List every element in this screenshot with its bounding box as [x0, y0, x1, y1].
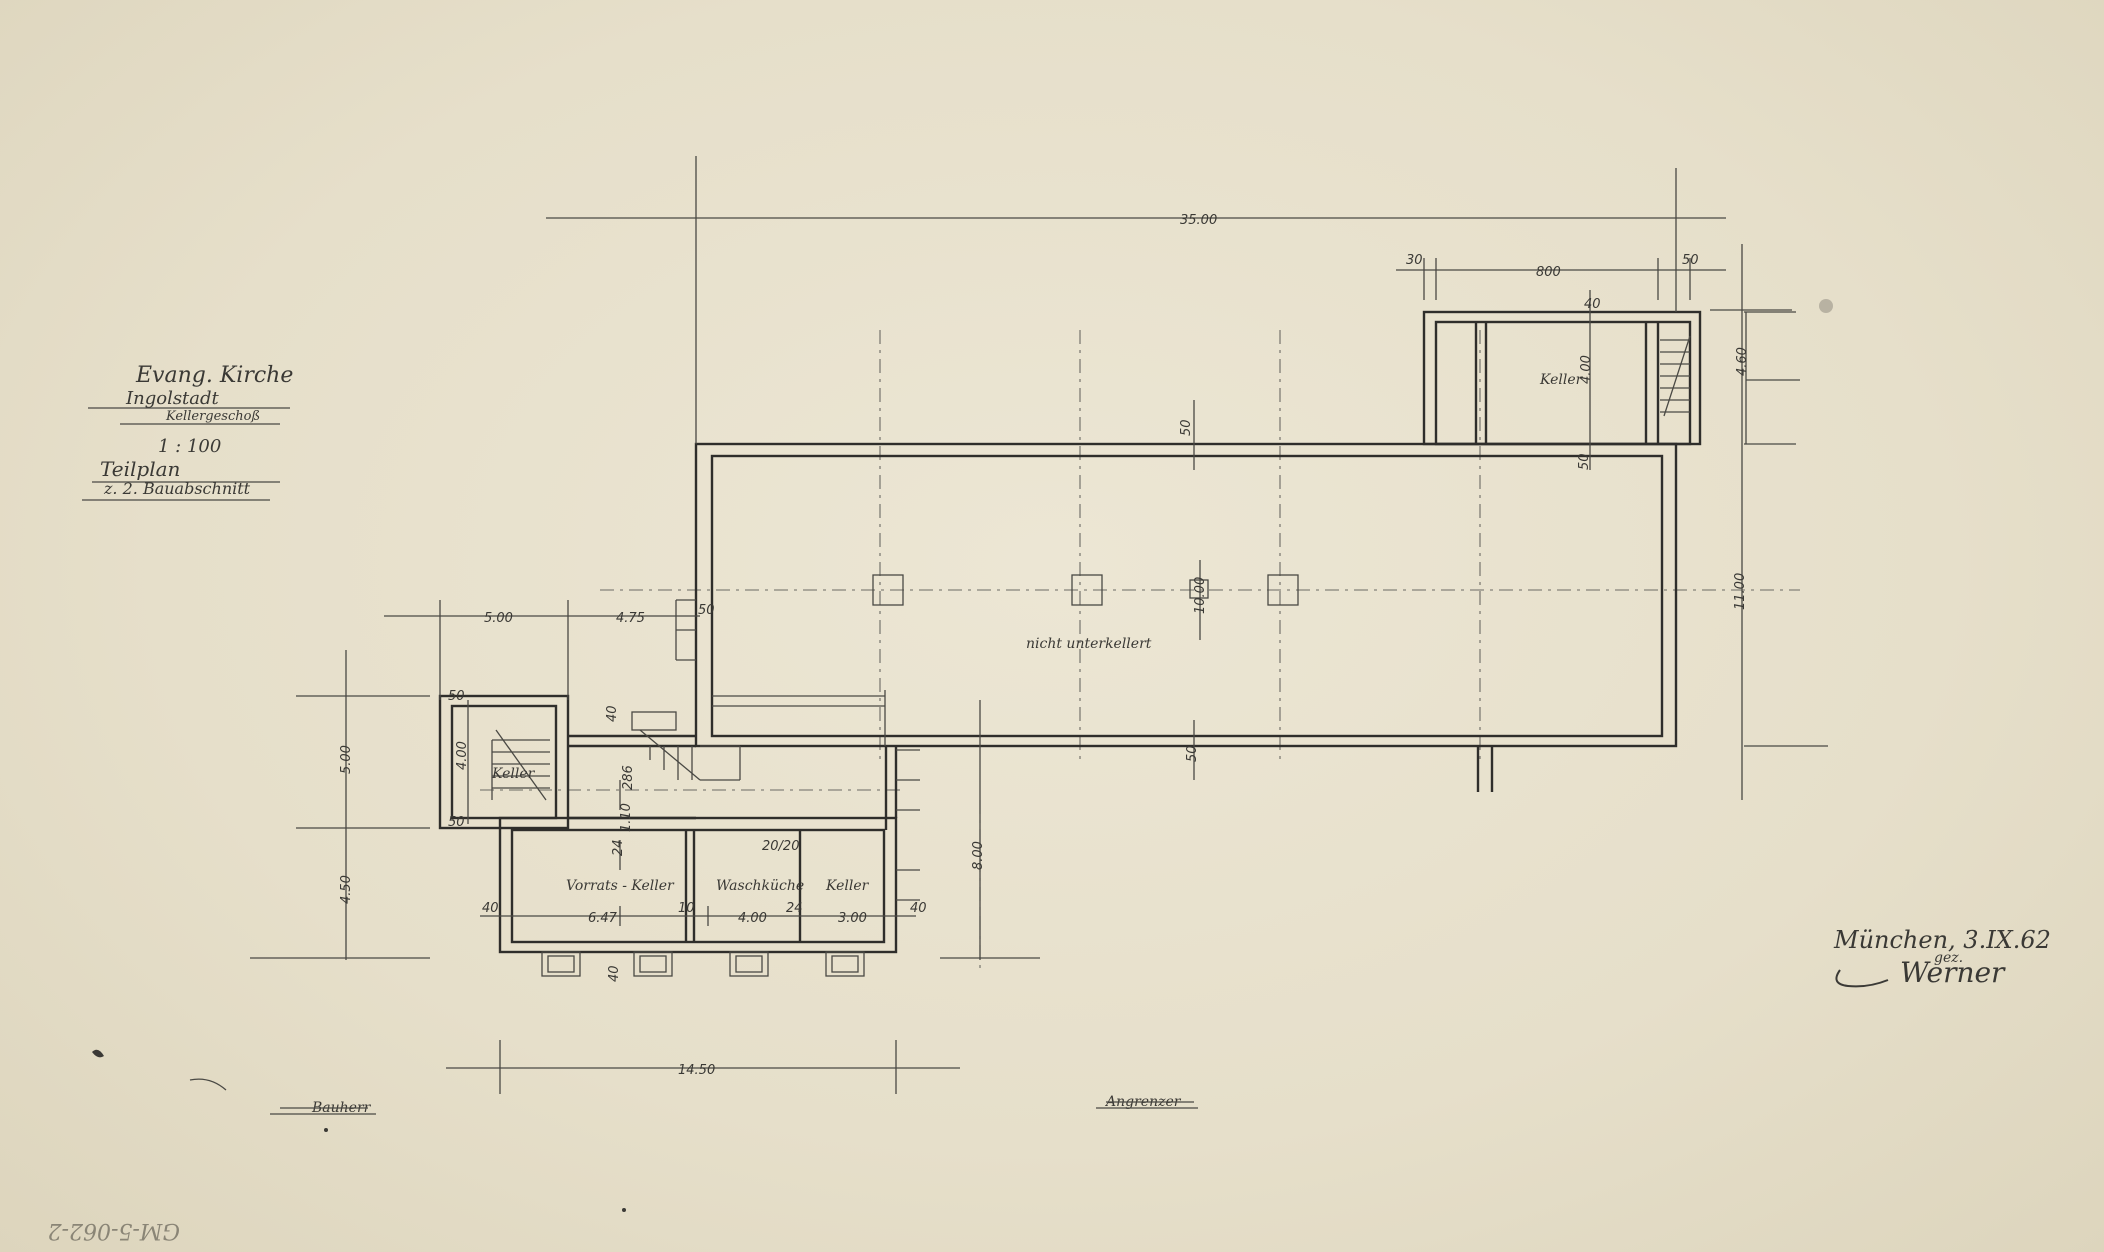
- title-line2: Ingolstadt: [125, 388, 220, 409]
- room-keller-top: Keller: [1539, 372, 1584, 388]
- dim-24b: 24: [786, 901, 803, 916]
- stair-top-right: [1660, 335, 1691, 417]
- dim-24: 24: [611, 839, 626, 856]
- dim-400-keller: 4.00: [455, 741, 470, 770]
- title-line6: z. 2. Bauabschnitt: [103, 479, 251, 498]
- dim-50-top: 50: [1682, 253, 1699, 268]
- dim-10: 10: [678, 901, 695, 916]
- dim-110: 1.10: [619, 803, 634, 832]
- dim-500-left: 5.00: [484, 611, 513, 626]
- dim-40-bot: 40: [607, 965, 622, 982]
- dimension-labels: 35.00 30 800 50 40 4.00 4.60 50 50 50 10…: [339, 213, 1750, 1078]
- ink-specks: [92, 299, 1833, 1212]
- title-line1: Evang. Kirche: [135, 363, 293, 388]
- lower-left-wing: [438, 694, 920, 977]
- dim-1100: 11.00: [1733, 573, 1748, 610]
- bottom-labels: Bauherr Angrenzer: [270, 1094, 1198, 1116]
- dim-30: 30: [1406, 253, 1423, 268]
- room-vorrat: Vorrats - Keller: [566, 878, 675, 894]
- room-keller-left: Keller: [491, 766, 536, 782]
- title-block: Evang. Kirche Ingolstadt Kellergeschoß 1…: [82, 363, 293, 501]
- annex-top-right: [1422, 310, 1702, 446]
- stair-left: [491, 729, 550, 801]
- archive-stamp: GM-5-062-2: [48, 1218, 180, 1243]
- dim-overall: 35.00: [1180, 213, 1217, 228]
- dim-40-s: 40: [605, 705, 620, 722]
- room-waschkueche: Waschküche: [716, 878, 804, 894]
- dim-400-wk: 4.00: [738, 911, 767, 926]
- dim-450: 4.50: [339, 875, 354, 904]
- dim-286: 286: [621, 765, 636, 790]
- dim-2020: 20/20: [762, 839, 799, 854]
- dim-40-top: 40: [1584, 297, 1601, 312]
- dim-50-k1: 50: [448, 689, 465, 704]
- dim-1450: 14.50: [678, 1063, 715, 1078]
- signature-place-date: München, 3.IX.62: [1833, 926, 2051, 954]
- dim-50-k2: 50: [448, 815, 465, 830]
- dim-500-vert: 5.00: [339, 745, 354, 774]
- dimension-lines: [250, 156, 1828, 1094]
- dim-400-right: 4.00: [1579, 355, 1594, 384]
- title-line3: Kellergeschoß: [165, 409, 260, 424]
- dim-40-e: 40: [910, 901, 927, 916]
- signature-block: München, 3.IX.62 gez. Werner: [1833, 926, 2051, 989]
- room-labels: Keller Keller Vorrats - Keller Waschküch…: [491, 372, 1584, 894]
- room-keller-small: Keller: [825, 878, 870, 894]
- title-scale: 1 : 100: [158, 436, 221, 457]
- dim-50-b: 50: [1577, 453, 1592, 470]
- dim-647: 6.47: [588, 911, 618, 926]
- dim-460: 4.60: [1735, 347, 1750, 376]
- title-line5: Teilplan: [100, 457, 180, 481]
- room-main-hall: nicht unterkellert: [1026, 636, 1152, 652]
- dim-800: 800: [1536, 265, 1561, 280]
- dim-300: 3.00: [838, 911, 867, 926]
- dim-50-left: 50: [698, 603, 715, 618]
- dim-50-c: 50: [1185, 745, 1200, 762]
- dim-800-vert: 8.00: [971, 841, 986, 870]
- stair-passage: [631, 711, 741, 781]
- signature-name: Werner: [1900, 956, 2006, 989]
- dim-50-a: 50: [1179, 419, 1194, 436]
- dim-40-w: 40: [482, 901, 499, 916]
- signature-gez: gez.: [1934, 950, 1963, 966]
- main-hall: [675, 442, 1678, 792]
- dim-475: 4.75: [616, 611, 645, 626]
- dim-1000: 10.00: [1193, 577, 1208, 614]
